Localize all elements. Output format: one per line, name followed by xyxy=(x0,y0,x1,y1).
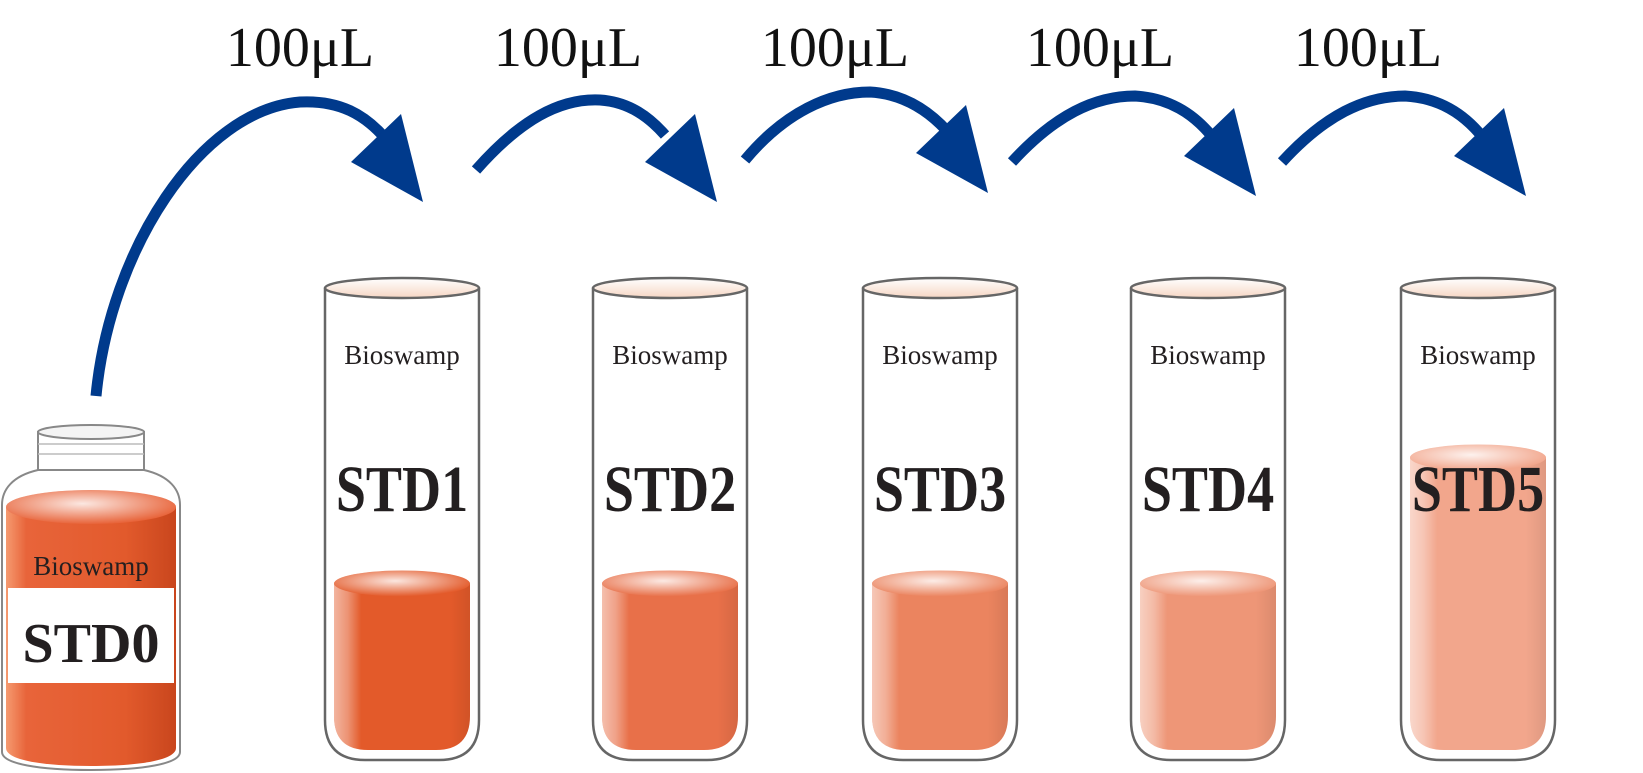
transfer-arrows xyxy=(90,86,1526,397)
tube-brand-label: Bioswamp xyxy=(612,340,728,370)
stock-bottle-std0: Bioswamp STD0 xyxy=(0,424,181,772)
transfer-volume-label: 100μL xyxy=(226,17,374,79)
bottle-cap-top xyxy=(37,424,145,440)
tube-std-label: STD4 xyxy=(1142,453,1274,526)
transfer-volume-label: 100μL xyxy=(1026,17,1174,79)
bottle-std-label: STD0 xyxy=(23,613,160,675)
volume-labels: 100μL 100μL 100μL 100μL 100μL xyxy=(226,17,1442,79)
tube-brand-label: Bioswamp xyxy=(1420,340,1536,370)
arrow-head xyxy=(1454,108,1526,196)
transfer-volume-label: 100μL xyxy=(1294,17,1442,79)
tube-brand-label: Bioswamp xyxy=(344,340,460,370)
tube-rim xyxy=(323,276,481,300)
transfer-arrow xyxy=(1007,90,1256,196)
tube-brand-label: Bioswamp xyxy=(1150,340,1266,370)
transfer-volume-label: 100μL xyxy=(761,17,909,79)
transfer-volume-label: 100μL xyxy=(494,17,642,79)
tube-std-label: STD1 xyxy=(336,453,468,526)
arrow-head xyxy=(916,105,988,193)
arrow-head xyxy=(645,114,717,202)
transfer-arrow xyxy=(1277,90,1526,196)
bottle-brand-label: Bioswamp xyxy=(33,551,149,581)
tube-brand-label: Bioswamp xyxy=(882,340,998,370)
tube-std-label: STD3 xyxy=(874,453,1006,526)
tube-std-label: STD2 xyxy=(604,453,736,526)
transfer-arrow xyxy=(90,96,423,397)
tube-std-label: STD5 xyxy=(1412,453,1544,526)
transfer-arrow xyxy=(740,86,988,193)
tube-rim xyxy=(1129,276,1287,300)
arrow-head xyxy=(1184,108,1256,196)
arrow-head xyxy=(351,114,423,202)
tube-rim xyxy=(591,276,749,300)
transfer-arrow xyxy=(471,94,717,202)
tube-row: BioswampSTD1BioswampSTD2BioswampSTD3Bios… xyxy=(323,276,1557,762)
bottle-label-band xyxy=(8,588,174,683)
tube-rim xyxy=(861,276,1019,300)
tube-rim xyxy=(1399,276,1557,300)
